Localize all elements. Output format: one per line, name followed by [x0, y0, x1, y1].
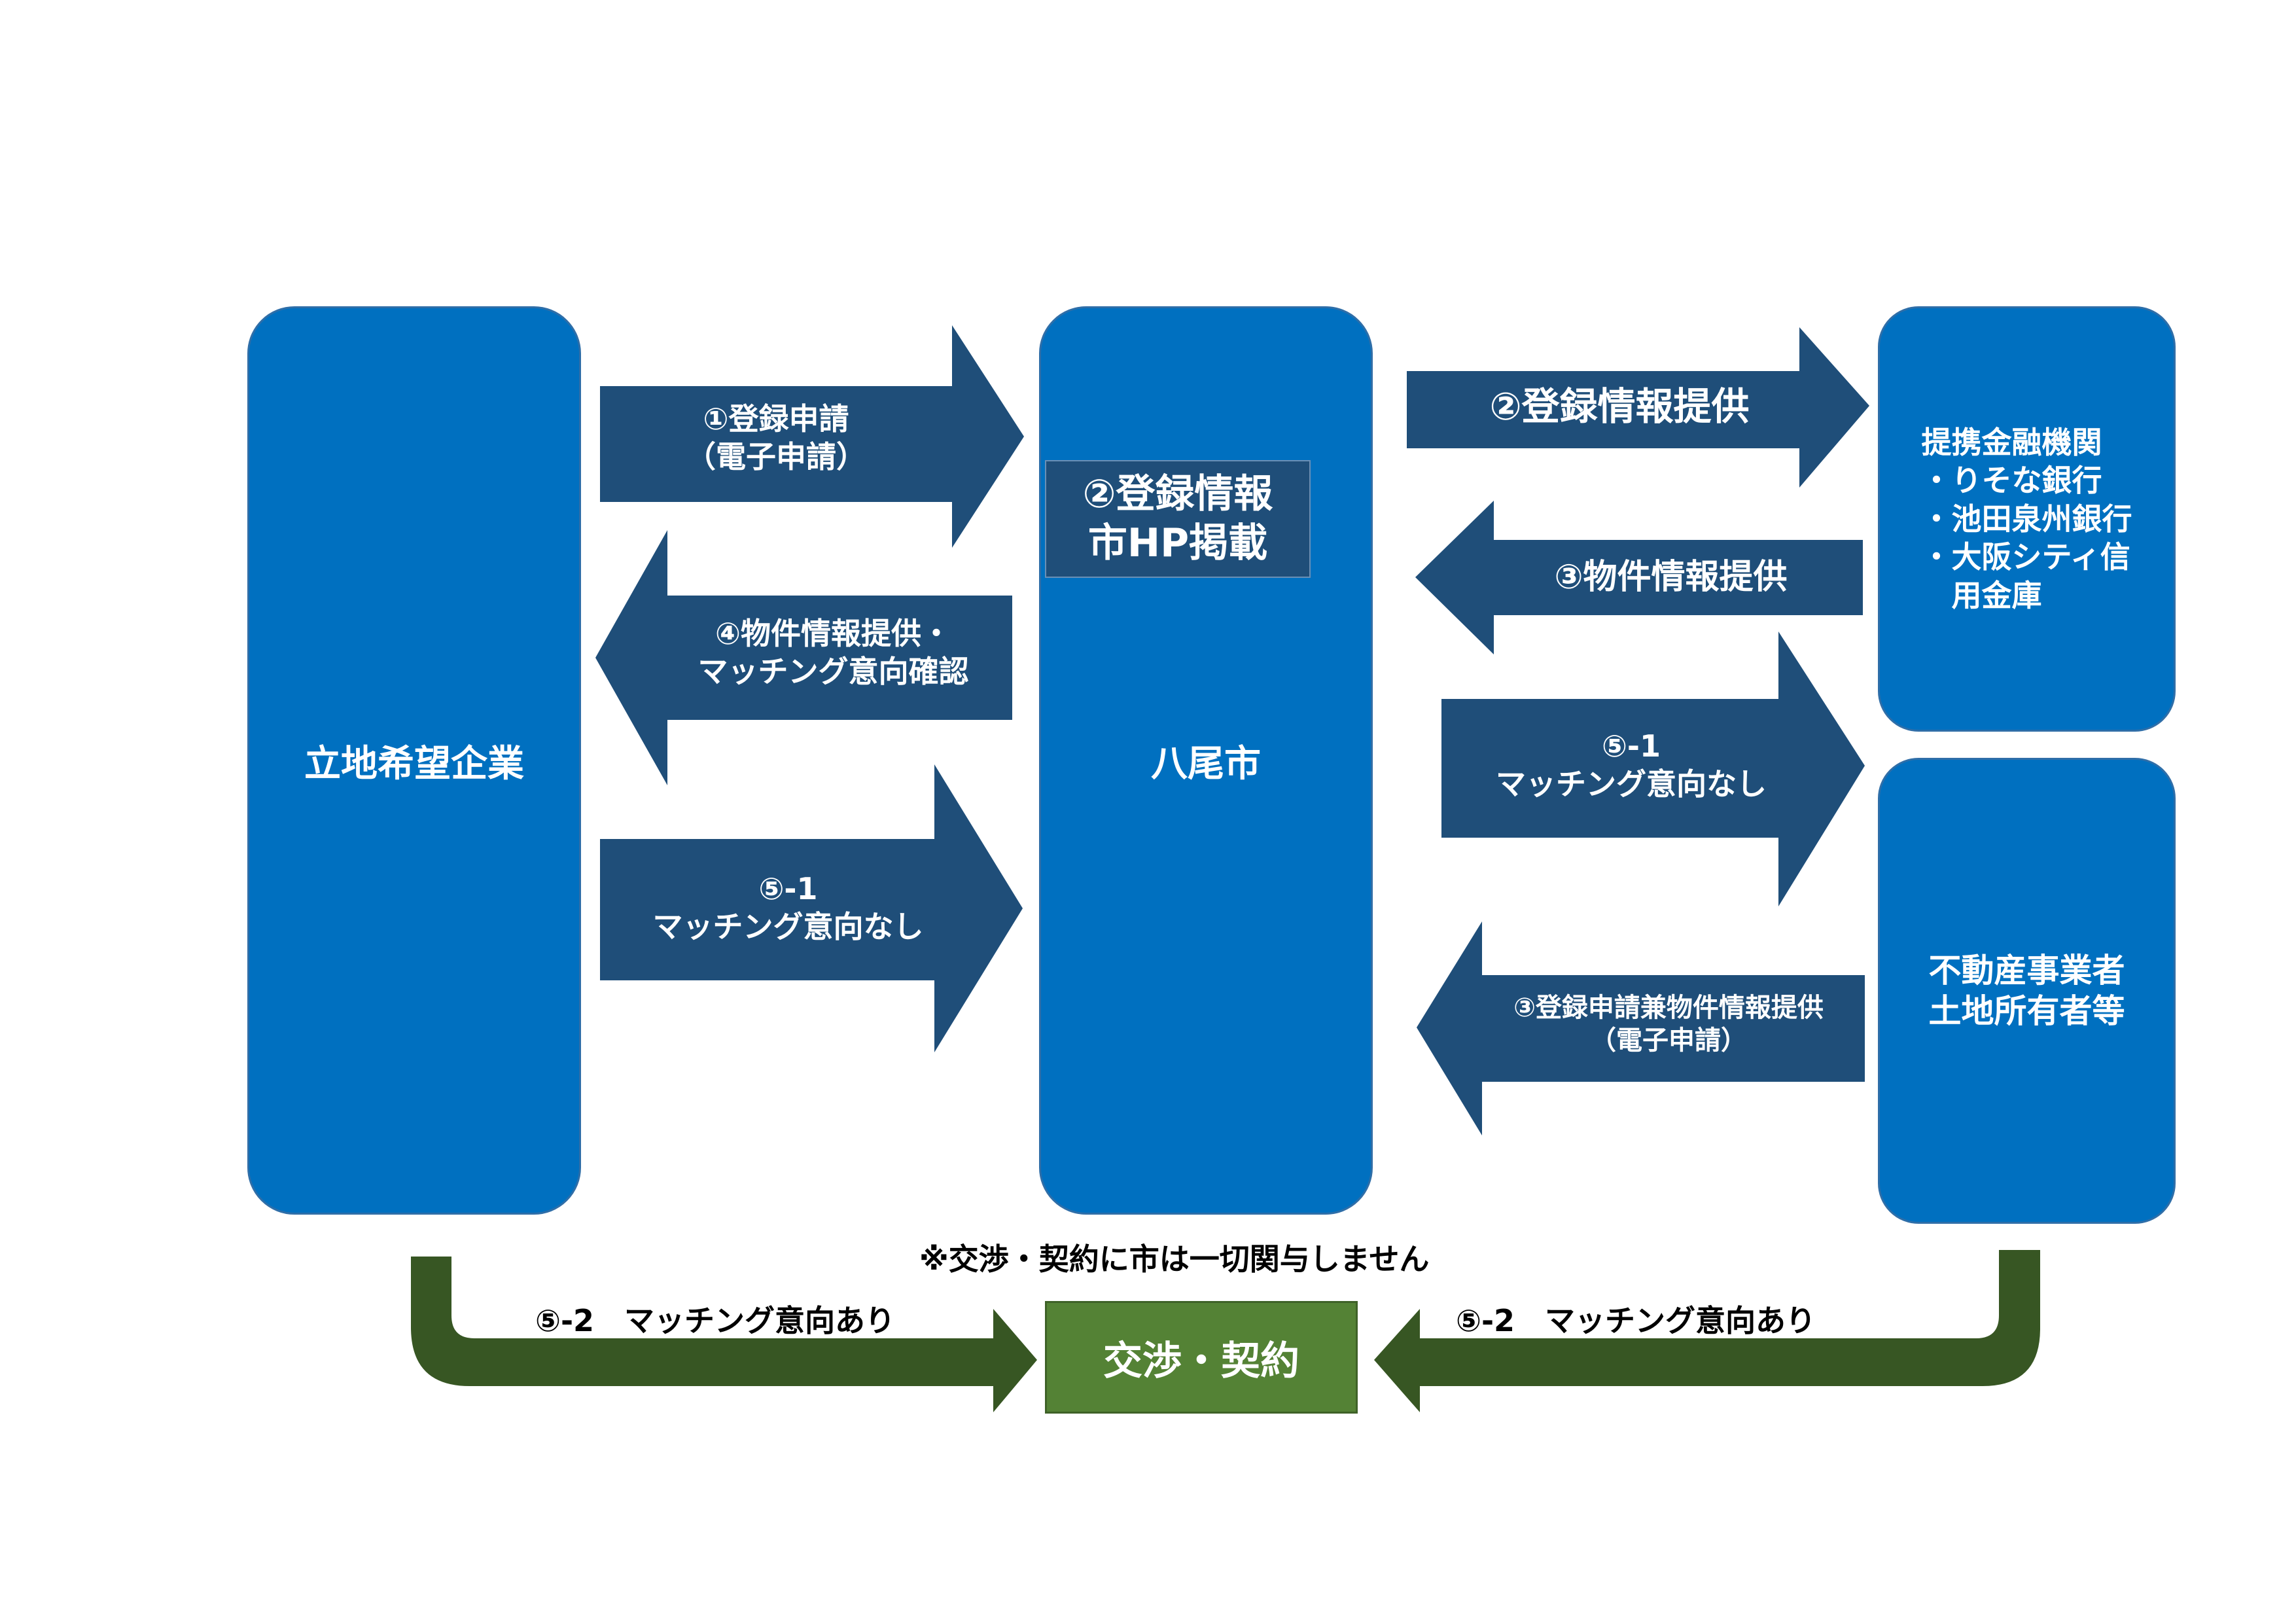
- partner-banks-label: 提携金融機関 ・りそな銀行 ・池田泉州銀行 ・大阪シティ信 用金庫: [1921, 424, 2132, 613]
- city-box: 八尾市: [1039, 306, 1373, 1215]
- negotiation-contract-label: 交渉・契約: [1103, 1338, 1299, 1384]
- label-no-matching-right: ⑤-1 マッチング意向なし: [1496, 728, 1767, 802]
- negotiation-contract-box: 交渉・契約: [1045, 1301, 1358, 1414]
- label-no-matching-left: ⑤-1 マッチング意向なし: [652, 871, 924, 944]
- city-label: 八尾市: [1151, 742, 1261, 785]
- label-property-info-to-company: ④物件情報提供・ マッチング意向確認: [698, 616, 969, 689]
- label-registration-info-provision: ②登録情報提供: [1489, 384, 1750, 429]
- city-hp-posting-box: ②登録情報 市HP掲載: [1045, 460, 1311, 578]
- disclaimer-note: ※交渉・契約に市は一切関与しません: [919, 1241, 1430, 1277]
- company-label: 立地希望企業: [304, 742, 524, 785]
- arrow-property-info-provision: [1415, 501, 1863, 654]
- label-realestate-application: ③登録申請兼物件情報提供 （電子申請）: [1513, 993, 1824, 1056]
- city-hp-posting-label: ②登録情報 市HP掲載: [1082, 471, 1273, 566]
- label-registration-application: ①登録申請 （電子申請）: [686, 401, 866, 474]
- company-box: 立地希望企業: [247, 306, 581, 1215]
- label-property-info-provision: ③物件情報提供: [1554, 558, 1788, 597]
- arrow-no-matching-right: [1441, 632, 1865, 906]
- realestate-box: 不動産事業者 土地所有者等: [1878, 758, 2176, 1224]
- arrow-property-info-to-company: [595, 530, 1012, 785]
- label-matching-yes-left: ⑤-2 マッチング意向あり: [535, 1303, 896, 1338]
- arrow-realestate-application: [1417, 921, 1865, 1135]
- label-matching-yes-right: ⑤-2 マッチング意向あり: [1456, 1303, 1816, 1338]
- realestate-label: 不動産事業者 土地所有者等: [1928, 951, 2125, 1031]
- partner-banks-box: 提携金融機関 ・りそな銀行 ・池田泉州銀行 ・大阪シティ信 用金庫: [1878, 306, 2176, 732]
- flow-arrow-realestate-to-deal: [1374, 1250, 2040, 1412]
- arrow-registration-info-provision: [1407, 327, 1869, 488]
- arrow-registration-application: [600, 325, 1024, 548]
- arrow-no-matching-left: [600, 764, 1023, 1052]
- flow-arrow-company-to-deal: [411, 1257, 1037, 1412]
